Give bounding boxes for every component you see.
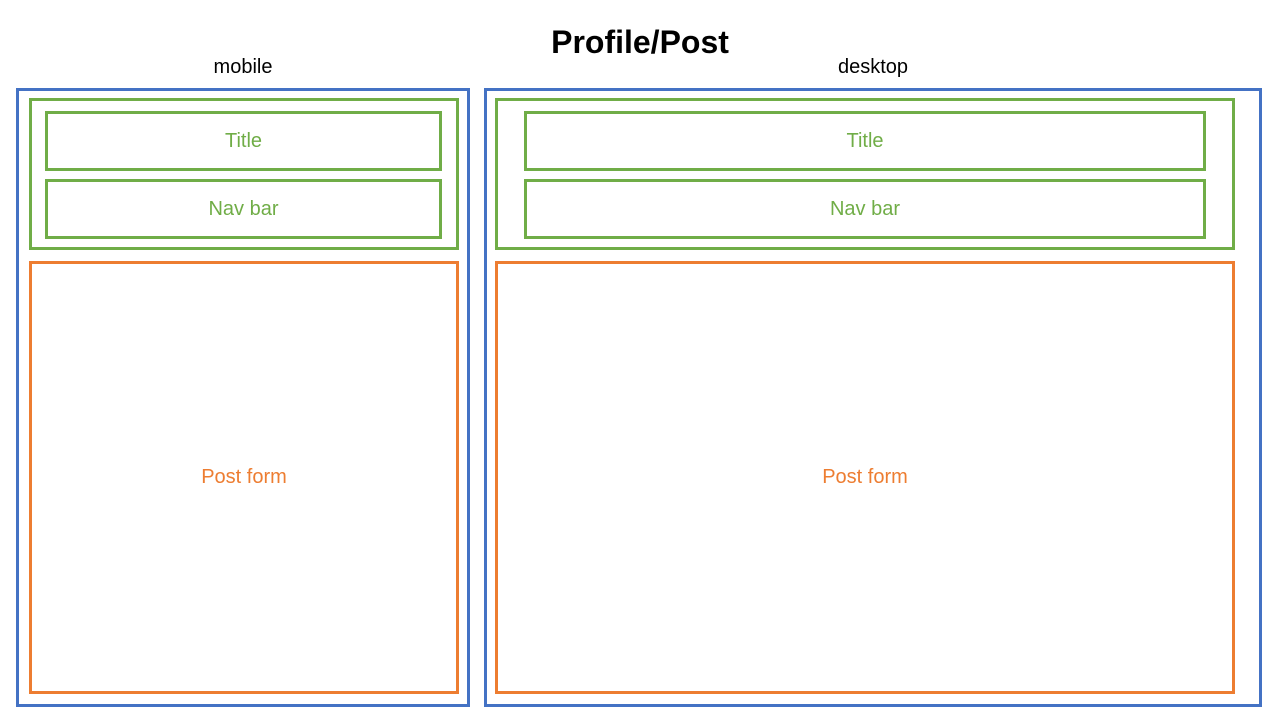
mobile-nav-bar-box: Nav bar [45, 179, 442, 239]
mobile-post-form-box: Post form [29, 261, 459, 694]
desktop-frame [484, 88, 1262, 707]
desktop-title-label: Title [846, 129, 884, 152]
desktop-label: desktop [837, 56, 909, 78]
mobile-post-form-label: Post form [201, 466, 287, 488]
mobile-title-box: Title [45, 111, 442, 171]
desktop-post-form-label: Post form [822, 466, 908, 488]
mobile-title-label: Title [224, 129, 263, 152]
mobile-label: mobile [213, 56, 273, 78]
desktop-post-form-box: Post form [495, 261, 1235, 694]
page-title: Profile/Post [551, 24, 729, 60]
mobile-nav-bar-label: Nav bar [208, 197, 279, 220]
desktop-header-box [495, 98, 1235, 250]
desktop-nav-bar-label: Nav bar [829, 197, 901, 220]
desktop-nav-bar-box: Nav bar [524, 179, 1206, 239]
mobile-frame [16, 88, 470, 707]
desktop-title-box: Title [524, 111, 1206, 171]
mobile-header-box [29, 98, 459, 250]
